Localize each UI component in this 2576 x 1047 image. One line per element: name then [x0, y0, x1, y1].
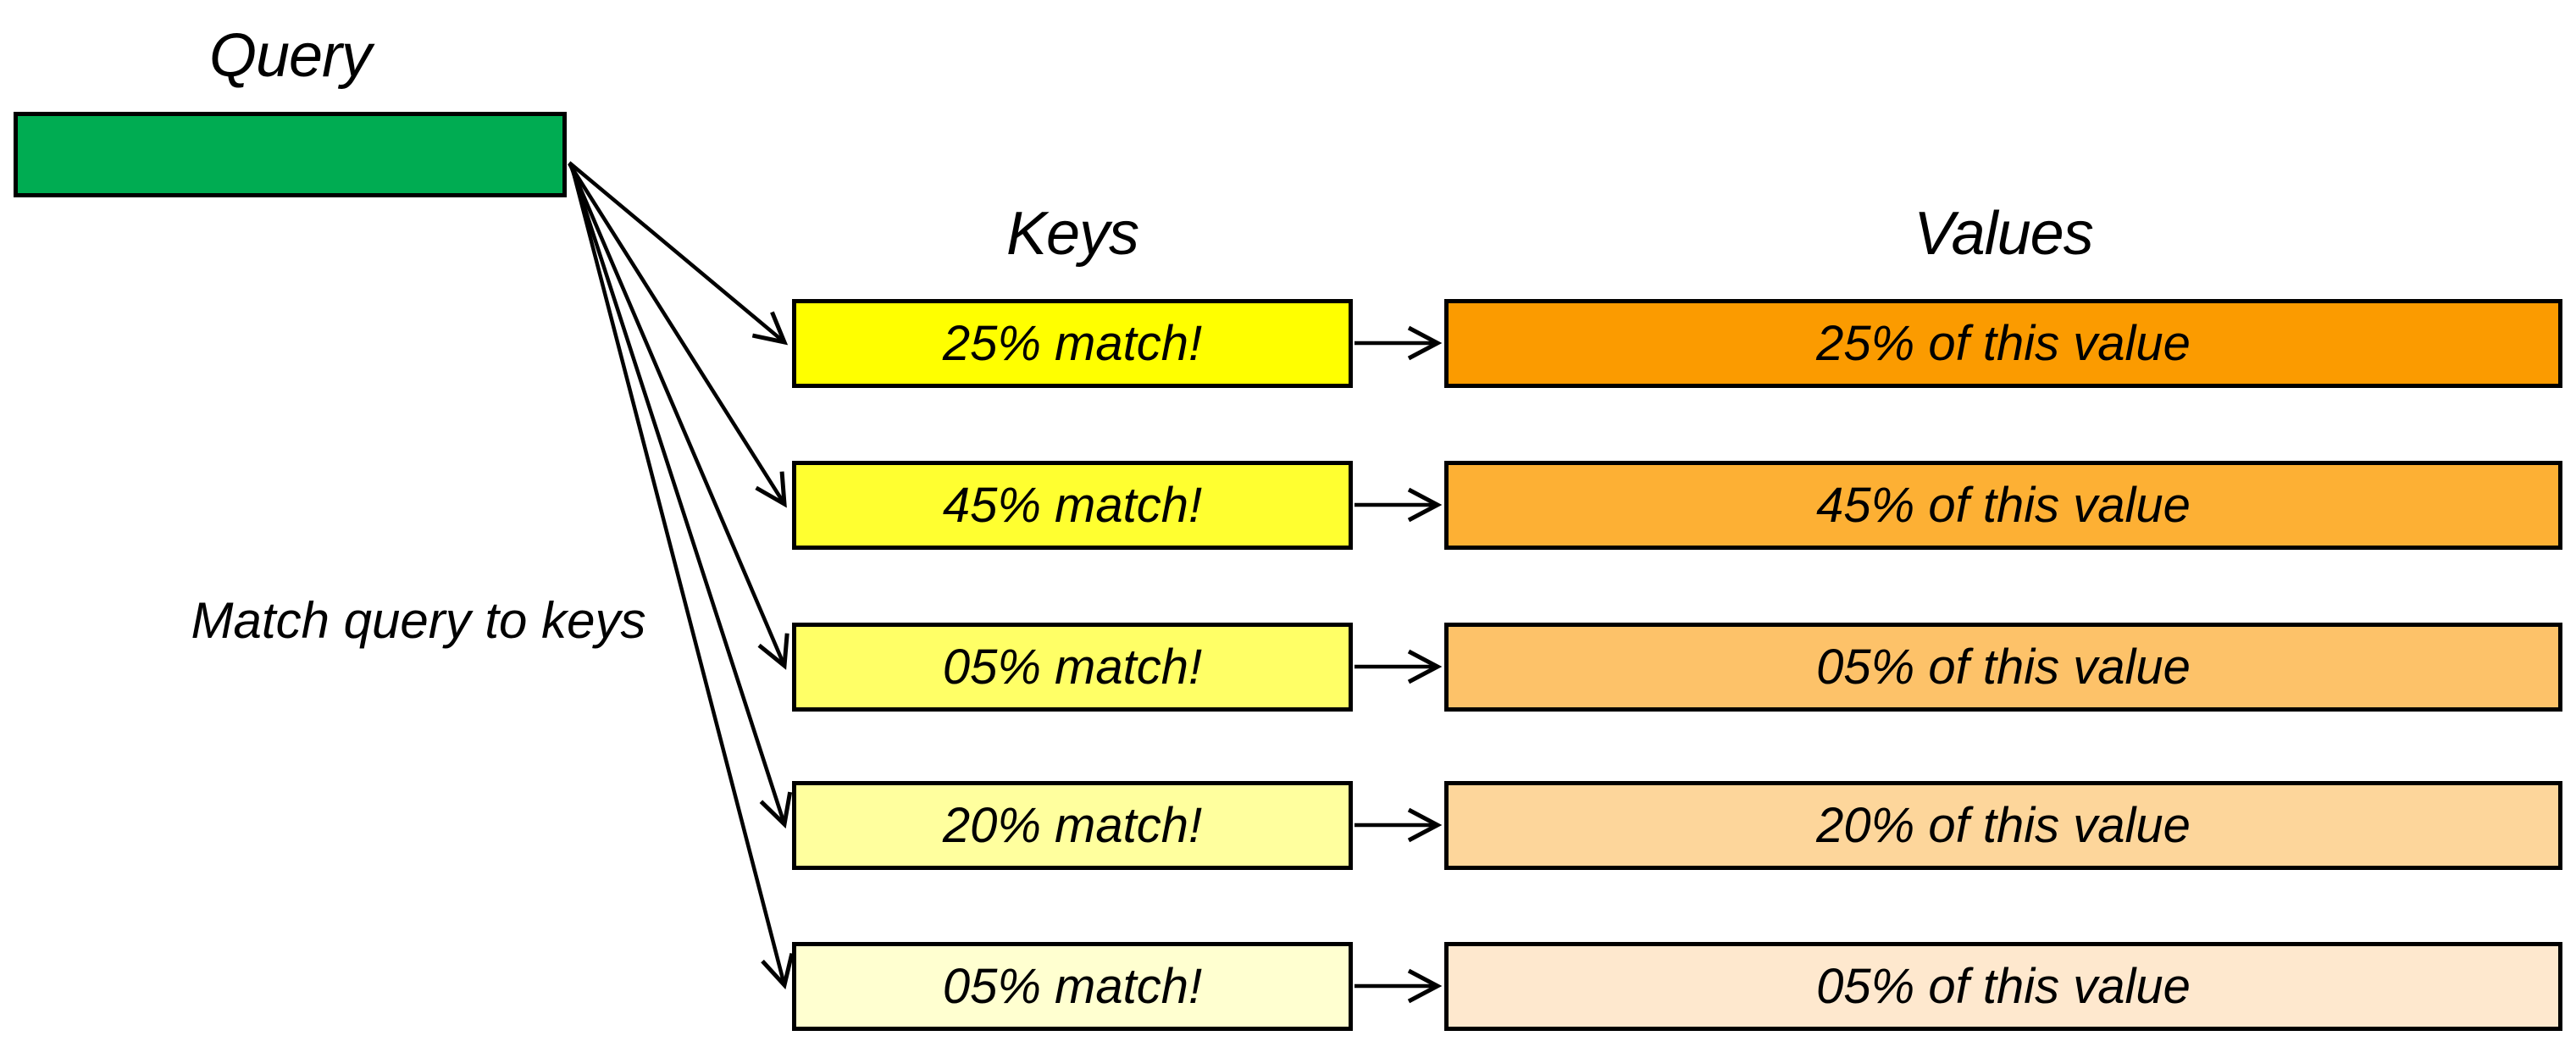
key-box-5: 05% match! [792, 942, 1353, 1031]
key-box-3-label: 05% match! [942, 639, 1203, 695]
query-header: Query [208, 22, 372, 90]
key-box-4-label: 20% match! [942, 797, 1203, 853]
value-box-1-label: 25% of this value [1816, 315, 2191, 371]
value-box-2: 45% of this value [1444, 461, 2562, 550]
value-box-5: 05% of this value [1444, 942, 2562, 1031]
key-box-2: 45% match! [792, 461, 1353, 550]
query-box [14, 112, 567, 197]
value-box-2-label: 45% of this value [1816, 477, 2191, 533]
key-box-4: 20% match! [792, 781, 1353, 870]
key-box-1-label: 25% match! [942, 315, 1203, 371]
key-box-1: 25% match! [792, 299, 1353, 388]
value-box-4: 20% of this value [1444, 781, 2562, 870]
value-box-3: 05% of this value [1444, 623, 2562, 712]
keys-header: Keys [1005, 200, 1139, 268]
value-box-3-label: 05% of this value [1816, 639, 2191, 695]
value-box-1: 25% of this value [1444, 299, 2562, 388]
key-to-value-arrows [1354, 325, 1443, 1004]
value-box-4-label: 20% of this value [1816, 797, 2191, 853]
values-header: Values [1914, 200, 2093, 268]
key-box-5-label: 05% match! [942, 958, 1203, 1014]
query-to-key-arrows [568, 161, 795, 990]
value-box-5-label: 05% of this value [1816, 958, 2191, 1014]
match-query-annotation: Match query to keys [191, 592, 646, 649]
key-box-3: 05% match! [792, 623, 1353, 712]
key-box-2-label: 45% match! [942, 477, 1203, 533]
